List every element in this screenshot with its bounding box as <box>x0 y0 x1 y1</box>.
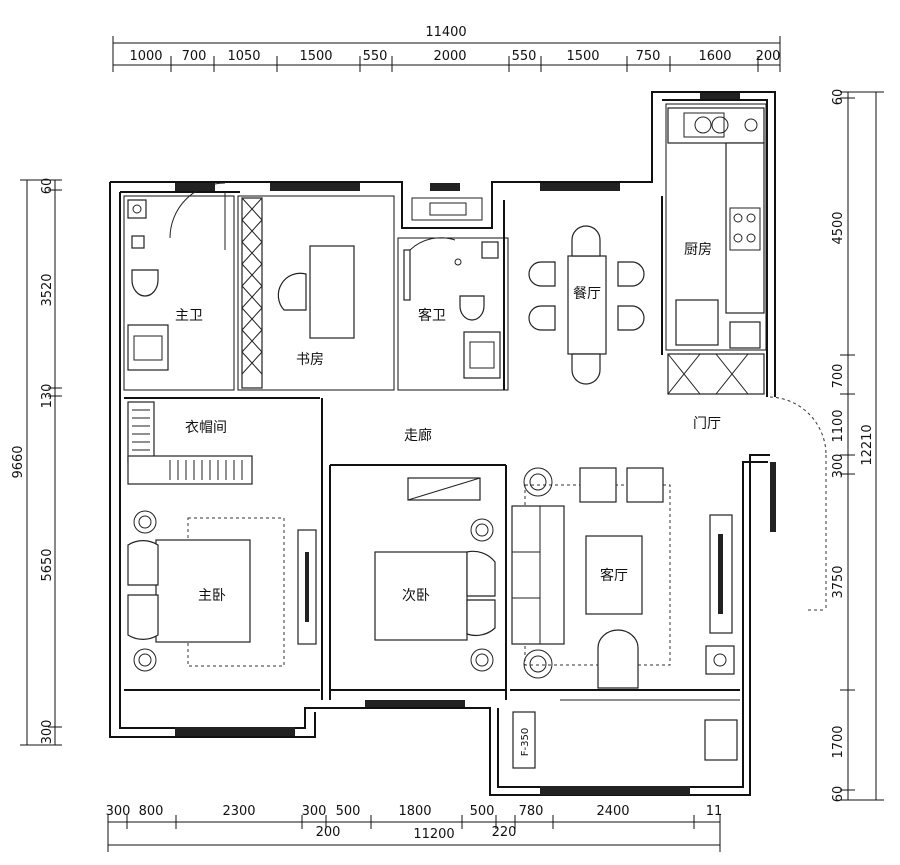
label-study: 书房 <box>296 352 324 368</box>
entry-door <box>769 396 827 611</box>
bottom-dim-3: 2300 <box>222 804 255 819</box>
label-second-bedroom: 次卧 <box>402 588 430 604</box>
study-furniture <box>241 197 355 389</box>
right-dim-6: 3750 <box>831 565 846 598</box>
bottom-dim-1: 300 <box>106 804 131 819</box>
bottom-dim-8: 780 <box>519 804 544 819</box>
label-living-room: 客厅 <box>600 567 628 584</box>
right-dimensions: 12210 60 4500 700 1100 300 3750 1700 60 <box>831 89 884 802</box>
bottom-dim-5: 500 <box>336 804 361 819</box>
water-heater: F-350 <box>520 728 531 756</box>
bottom-dim-10: 11 <box>706 804 723 819</box>
guest-bath-fixtures <box>403 237 501 379</box>
top-dim-11: 200 <box>756 49 781 64</box>
label-foyer: 门厅 <box>693 416 721 432</box>
bottom-sub-dim-1: 200 <box>316 825 341 840</box>
master-bedroom-furniture <box>127 510 317 672</box>
right-dim-2: 4500 <box>831 211 846 244</box>
bottom-dim-9: 2400 <box>596 804 629 819</box>
living-room-furniture <box>511 467 735 689</box>
top-total-dim: 11400 <box>425 25 466 40</box>
right-total-dim: 12210 <box>860 424 875 465</box>
balcony-fixtures <box>512 699 740 769</box>
top-dim-1: 1000 <box>129 49 162 64</box>
bottom-sub-dim-2: 220 <box>492 825 517 840</box>
windows <box>175 93 776 795</box>
top-dim-4: 1500 <box>299 49 332 64</box>
label-dining: 餐厅 <box>573 286 601 302</box>
label-guest-bath: 客卫 <box>418 307 446 324</box>
label-kitchen: 厨房 <box>684 242 712 258</box>
dining-furniture <box>528 225 645 385</box>
top-dim-2: 700 <box>182 49 207 64</box>
interior-walls <box>123 103 767 700</box>
label-master-bedroom: 主卧 <box>198 588 226 604</box>
bottom-total-dim: 11200 <box>413 827 454 842</box>
top-dim-3: 1050 <box>227 49 260 64</box>
bottom-dimensions: 300 800 2300 300 500 1800 500 780 2400 1… <box>106 804 723 852</box>
top-dim-7: 550 <box>512 49 537 64</box>
master-bath-fixtures <box>127 182 226 371</box>
label-master-bath: 主卫 <box>175 308 203 324</box>
top-dim-5: 550 <box>363 49 388 64</box>
cloakroom-wardrobe <box>127 401 253 485</box>
left-dim-2: 3520 <box>40 273 55 306</box>
top-dim-6: 2000 <box>433 49 466 64</box>
right-dim-3: 700 <box>831 364 846 389</box>
second-bedroom-furniture <box>374 477 496 672</box>
kitchen-fixtures <box>667 107 765 395</box>
top-dim-10: 1600 <box>698 49 731 64</box>
left-dimensions: 9660 60 3520 130 5650 300 <box>11 178 62 746</box>
right-dim-1: 60 <box>831 89 846 106</box>
bottom-dim-6: 1800 <box>398 804 431 819</box>
room-labels: 主卫 书房 客卫 餐厅 厨房 衣帽间 走廊 门厅 主卧 次卧 客厅 <box>175 242 721 604</box>
right-dim-7: 1700 <box>831 725 846 758</box>
bottom-dim-7: 500 <box>470 804 495 819</box>
right-dim-4: 1100 <box>831 409 846 442</box>
left-total-dim: 9660 <box>11 445 26 478</box>
right-dim-5: 300 <box>831 454 846 479</box>
left-dim-3: 130 <box>40 384 55 409</box>
top-dim-9: 750 <box>636 49 661 64</box>
bottom-dim-4: 300 <box>302 804 327 819</box>
top-dim-8: 1500 <box>566 49 599 64</box>
left-dim-4: 5650 <box>40 548 55 581</box>
water-heater-label: F-350 <box>520 728 531 756</box>
bottom-dim-2: 800 <box>139 804 164 819</box>
label-cloakroom: 衣帽间 <box>185 420 227 436</box>
label-corridor: 走廊 <box>404 427 432 444</box>
top-dimensions: 11400 1000 700 1050 1500 550 2000 550 15… <box>112 25 781 72</box>
left-dim-5: 300 <box>40 720 55 745</box>
